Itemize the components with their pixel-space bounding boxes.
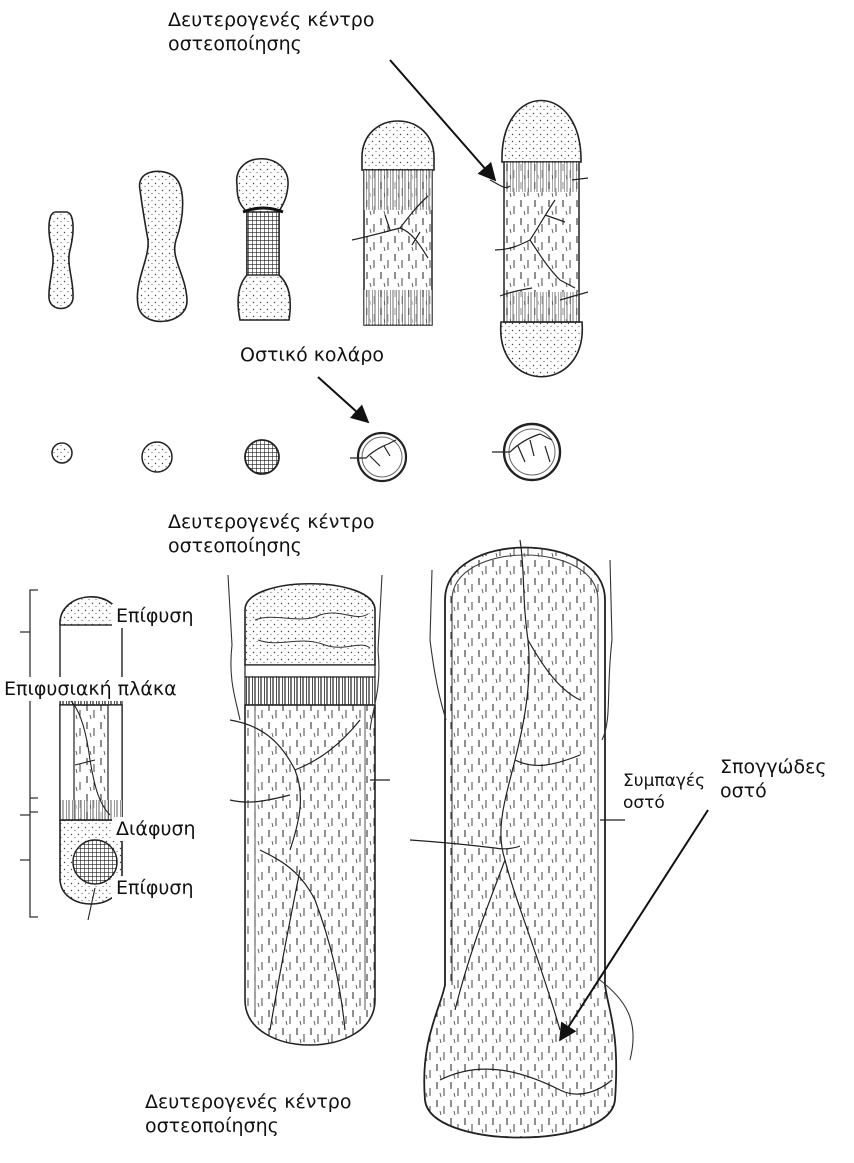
stage-5-secondary-centers	[490, 101, 588, 377]
secondary-ossification-center-label-top: Δευτερογενές κέντρο οστεοποίησης	[168, 8, 374, 56]
stage-4-vascular-invasion	[352, 121, 434, 325]
cross-sections-row	[52, 424, 560, 481]
label-line: Δευτερογενές κέντρο	[168, 8, 374, 32]
secondary-ossification-center-label-middle: Δευτερογενές κέντρο οστεοποίησης	[168, 510, 374, 558]
label-line: Συμπαγές	[623, 770, 705, 792]
label-line: οστεοποίησης	[168, 534, 374, 558]
spongy-bone-label: Σπογγώδες οστό	[720, 755, 827, 803]
mature-bone-right	[410, 540, 633, 1138]
stage-3-primary-center	[237, 159, 291, 320]
stage-1-cartilage-model	[49, 212, 73, 309]
label-line: οστό	[720, 779, 827, 803]
label-line: οστεοποίησης	[145, 1114, 351, 1138]
label-line: Δευτερογενές κέντρο	[145, 1090, 351, 1114]
secondary-ossification-center-label-bottom: Δευτερογενές κέντρο οστεοποίησης	[145, 1090, 351, 1138]
label-line: οστεοποίησης	[168, 32, 374, 56]
epiphysis-label-top: Επίφυση	[112, 604, 197, 628]
diaphysis-label: Διάφυση	[112, 817, 200, 841]
epiphyseal-plate-label: Επιφυσιακή πλάκα	[0, 677, 181, 701]
mature-bone-left	[20, 590, 122, 920]
label-line: Δευτερογενές κέντρο	[168, 510, 374, 534]
label-line: οστό	[623, 792, 705, 814]
mature-bone-middle	[228, 575, 390, 1045]
label-line: Σπογγώδες	[720, 755, 827, 779]
epiphysis-label-bottom: Επίφυση	[112, 876, 197, 900]
compact-bone-label: Συμπαγές οστό	[623, 770, 705, 814]
bone-collar-label: Οστικό κολάρο	[240, 343, 384, 367]
stage-2-cartilage-model	[137, 171, 187, 321]
